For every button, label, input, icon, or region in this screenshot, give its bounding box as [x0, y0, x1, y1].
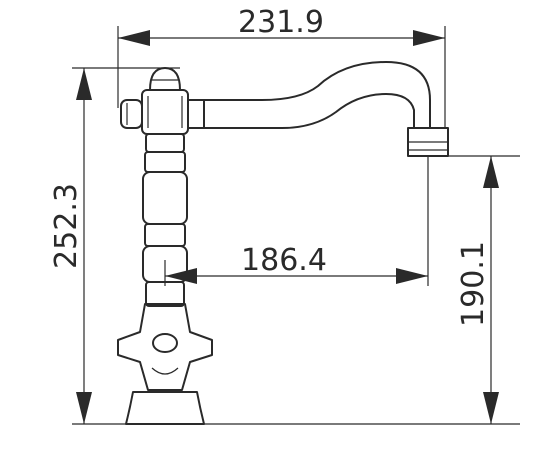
- dimension-overall-height: 252.3: [49, 67, 520, 425]
- arrow-up: [76, 68, 92, 100]
- base: [125, 391, 205, 425]
- dimension-spout-height: 190.1: [448, 155, 520, 424]
- arrow-down: [76, 392, 92, 424]
- arrow-right: [396, 268, 428, 284]
- dimension-spout-height-label: 190.1: [456, 241, 491, 327]
- dimension-spout-reach-label: 186.4: [241, 243, 327, 278]
- arrow-down: [483, 392, 499, 424]
- dimension-overall-width: 231.9: [117, 5, 446, 128]
- dimension-spout-reach: 186.4: [164, 156, 429, 286]
- top-knob: [149, 67, 181, 91]
- arrow-left: [165, 268, 197, 284]
- arrow-right: [413, 30, 445, 46]
- dimension-overall-width-label: 231.9: [238, 5, 324, 40]
- cross-handle: [117, 303, 213, 391]
- upper-hub: [120, 89, 205, 135]
- arrow-left: [118, 30, 150, 46]
- arrow-up: [483, 156, 499, 188]
- spout: [203, 61, 449, 157]
- dimension-overall-height-label: 252.3: [49, 183, 84, 269]
